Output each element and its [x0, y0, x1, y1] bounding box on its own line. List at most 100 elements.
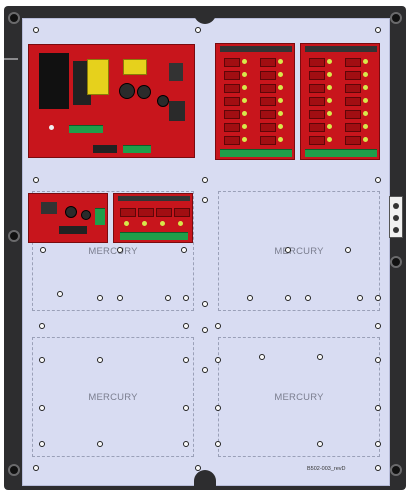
screw-hole: [375, 27, 381, 33]
relay-led: [242, 98, 247, 103]
relay-led: [363, 124, 368, 129]
relay: [309, 110, 325, 119]
relay: [224, 97, 240, 106]
relay-led: [363, 98, 368, 103]
connector: [59, 226, 87, 234]
screw-hole: [57, 291, 63, 297]
screw-hole: [375, 465, 381, 471]
zone-label: MERCURY: [88, 246, 138, 257]
relay-led: [363, 72, 368, 77]
relay: [345, 123, 361, 132]
zone-label: MERCURY: [274, 246, 324, 257]
screw-hole: [183, 323, 189, 329]
terminal-strip: [95, 208, 105, 225]
screw-hole: [117, 295, 123, 301]
screw-hole: [375, 357, 381, 363]
screw-hole: [40, 247, 46, 253]
relay: [224, 123, 240, 132]
mercury-zone-bottom-left: MERCURY: [32, 337, 194, 457]
screw-hole: [183, 357, 189, 363]
screw-hole: [202, 367, 208, 373]
output-relay-board: [113, 193, 193, 243]
screw-hole: [285, 247, 291, 253]
screw-hole: [195, 465, 201, 471]
mount-hole-top-right: [390, 12, 402, 24]
mercury-zone-top-left: MERCURY: [32, 191, 194, 311]
capacitor: [119, 83, 135, 99]
screw-hole: [97, 295, 103, 301]
transformer: [39, 53, 69, 109]
screw-hole: [33, 465, 39, 471]
relay: [309, 123, 325, 132]
mount-hole-top-left: [8, 12, 20, 24]
relay-led: [242, 85, 247, 90]
screw-hole: [39, 405, 45, 411]
transformer: [73, 61, 91, 105]
power-supply-board: [28, 44, 195, 158]
relay-led: [363, 85, 368, 90]
relay: [138, 208, 154, 217]
mount-hole-bottom-left: [8, 464, 20, 476]
screw-hole: [305, 295, 311, 301]
relay-led: [363, 59, 368, 64]
relay-led: [278, 111, 283, 116]
relay-led: [327, 72, 332, 77]
screw-hole: [33, 27, 39, 33]
relay: [260, 110, 276, 119]
status-led: [49, 125, 54, 130]
header-connector: [220, 46, 292, 52]
screw-hole: [375, 405, 381, 411]
screw-hole: [202, 301, 208, 307]
relay: [260, 136, 276, 145]
connector: [169, 63, 183, 81]
screw-hole: [202, 197, 208, 203]
zone-label: MERCURY: [274, 392, 324, 403]
screw-hole: [165, 295, 171, 301]
connector: [169, 101, 185, 121]
screw-hole: [317, 354, 323, 360]
relay-led: [278, 98, 283, 103]
screw-hole: [181, 247, 187, 253]
relay-led: [278, 72, 283, 77]
screw-hole: [39, 357, 45, 363]
mount-hole-mid-left: [8, 230, 20, 242]
side-bracket: [4, 58, 18, 60]
terminal-strip: [305, 149, 377, 157]
connector: [41, 202, 57, 214]
relay: [224, 58, 240, 67]
relay: [260, 97, 276, 106]
capacitor: [157, 95, 169, 107]
screw-hole: [202, 177, 208, 183]
part-number: B502-003_revD: [307, 466, 346, 472]
relay: [260, 58, 276, 67]
relay-led: [242, 124, 247, 129]
relay-led: [242, 59, 247, 64]
header-connector: [305, 46, 377, 52]
screw-hole: [285, 295, 291, 301]
relay: [120, 208, 136, 217]
relay-led: [278, 85, 283, 90]
screw-hole: [39, 441, 45, 447]
relay: [345, 136, 361, 145]
connector: [93, 145, 117, 153]
screw-hole: [259, 354, 265, 360]
relay-led: [242, 137, 247, 142]
inductor: [87, 59, 109, 95]
mount-hole-bottom-right: [390, 464, 402, 476]
screw-hole: [317, 441, 323, 447]
screw-hole: [375, 177, 381, 183]
relay-board-2: [300, 43, 380, 160]
relay-led: [327, 111, 332, 116]
door-latch: [389, 196, 403, 238]
relay: [260, 71, 276, 80]
relay-board-1: [215, 43, 295, 160]
relay: [224, 136, 240, 145]
relay: [309, 97, 325, 106]
relay: [345, 97, 361, 106]
screw-hole: [117, 247, 123, 253]
terminal-strip: [220, 149, 292, 157]
screw-hole: [183, 295, 189, 301]
relay: [345, 58, 361, 67]
relay-led: [327, 85, 332, 90]
relay: [345, 84, 361, 93]
